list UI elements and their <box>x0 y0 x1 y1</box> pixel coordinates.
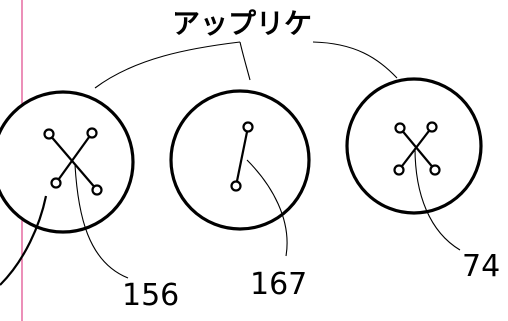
reference-167: 167 <box>250 267 307 302</box>
button-middle-outline <box>169 89 311 231</box>
button-left <box>0 90 135 234</box>
applique-label: アップリケ <box>172 7 312 40</box>
button-left-hole-2 <box>86 127 98 139</box>
button-left-stitch-a <box>48 133 98 191</box>
left-thread <box>0 195 48 286</box>
leader-74 <box>414 147 461 251</box>
leader-167 <box>246 159 288 257</box>
button-middle-hole-2 <box>230 180 242 192</box>
button-left-hole-3 <box>50 177 62 189</box>
reference-74: 74 <box>462 249 500 284</box>
leader-156 <box>74 164 129 279</box>
button-middle-hole-1 <box>242 121 254 133</box>
button-left-stitch-b <box>55 132 93 184</box>
button-left-hole-1 <box>43 128 55 140</box>
button-right-hole-4 <box>429 164 441 176</box>
button-right-hole-3 <box>393 164 405 176</box>
button-left-hole-4 <box>91 184 103 196</box>
button-left-outline <box>0 90 135 234</box>
button-middle <box>169 89 311 231</box>
button-right-hole-1 <box>394 122 406 134</box>
leader-title-left <box>94 41 241 89</box>
button-right <box>345 77 483 215</box>
leader-title-right <box>312 41 398 79</box>
button-right-hole-2 <box>426 121 438 133</box>
reference-156: 156 <box>122 278 179 313</box>
button-middle-stitch <box>234 126 250 187</box>
leader-title-middle <box>239 41 251 81</box>
button-right-stitch-a <box>399 127 436 171</box>
